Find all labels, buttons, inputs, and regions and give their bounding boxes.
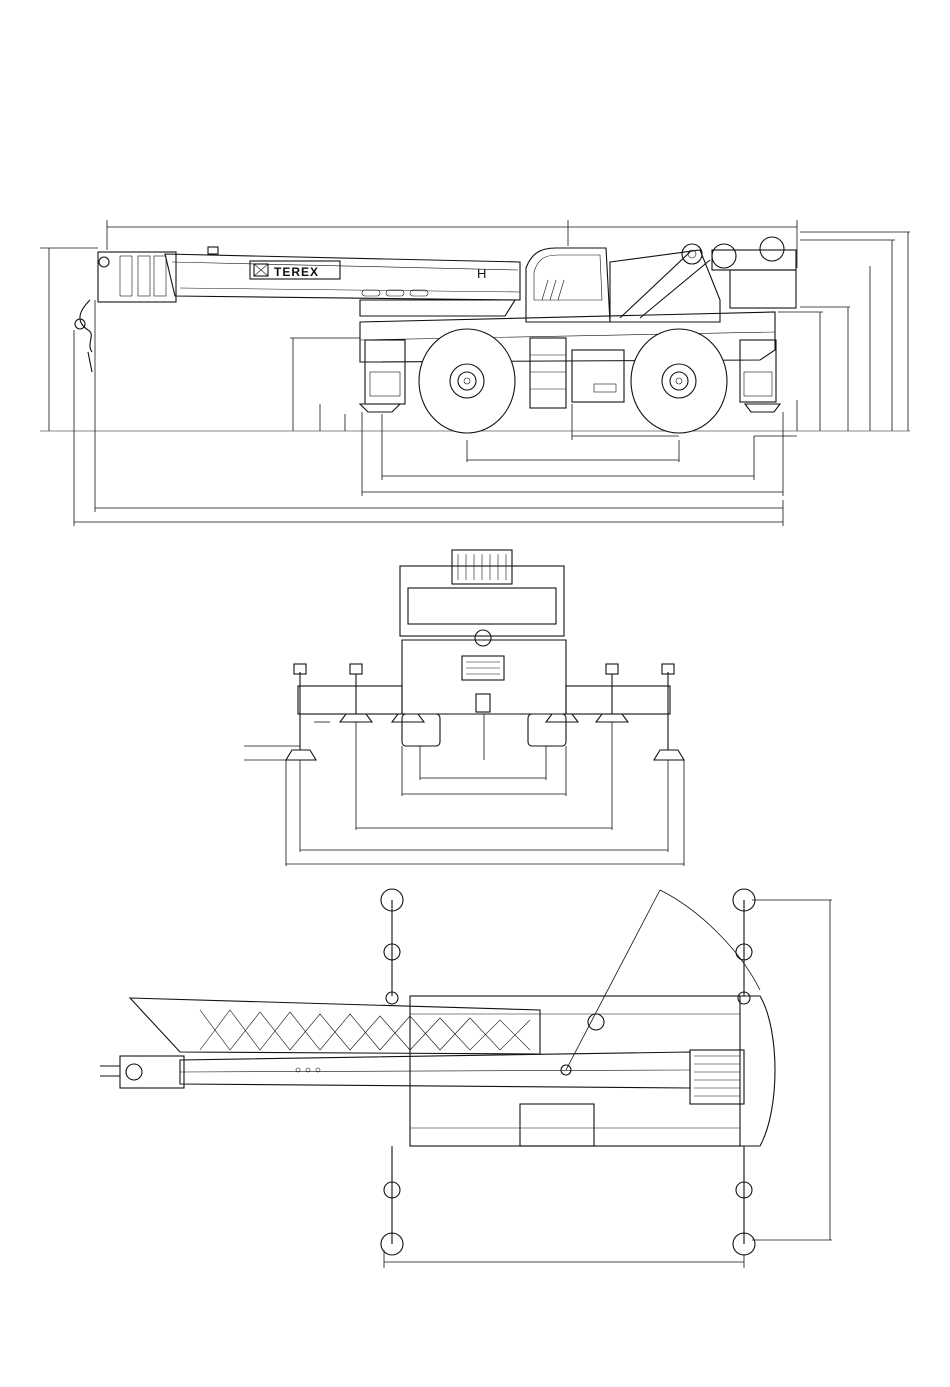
brand-label: TEREX	[274, 265, 319, 279]
top-plan-view	[100, 889, 832, 1268]
superstructure	[610, 237, 796, 322]
terex-logo: TEREX	[250, 261, 340, 279]
plan-boom-head	[100, 1056, 184, 1088]
side-elevation-view: TEREX H	[40, 220, 910, 526]
section-mark: H	[477, 266, 486, 281]
boom	[165, 247, 520, 316]
plan-dimensions	[384, 890, 832, 1268]
rear-wheel	[631, 329, 727, 433]
rear-superstructure	[400, 550, 564, 646]
operator-cab	[526, 248, 610, 322]
front-wheel	[419, 329, 515, 433]
rear-elevation-view	[244, 550, 684, 866]
rear-dimensions	[244, 714, 684, 866]
boom-head	[75, 252, 176, 372]
plan-boom	[180, 1052, 690, 1088]
plan-lattice-jib	[130, 998, 540, 1054]
